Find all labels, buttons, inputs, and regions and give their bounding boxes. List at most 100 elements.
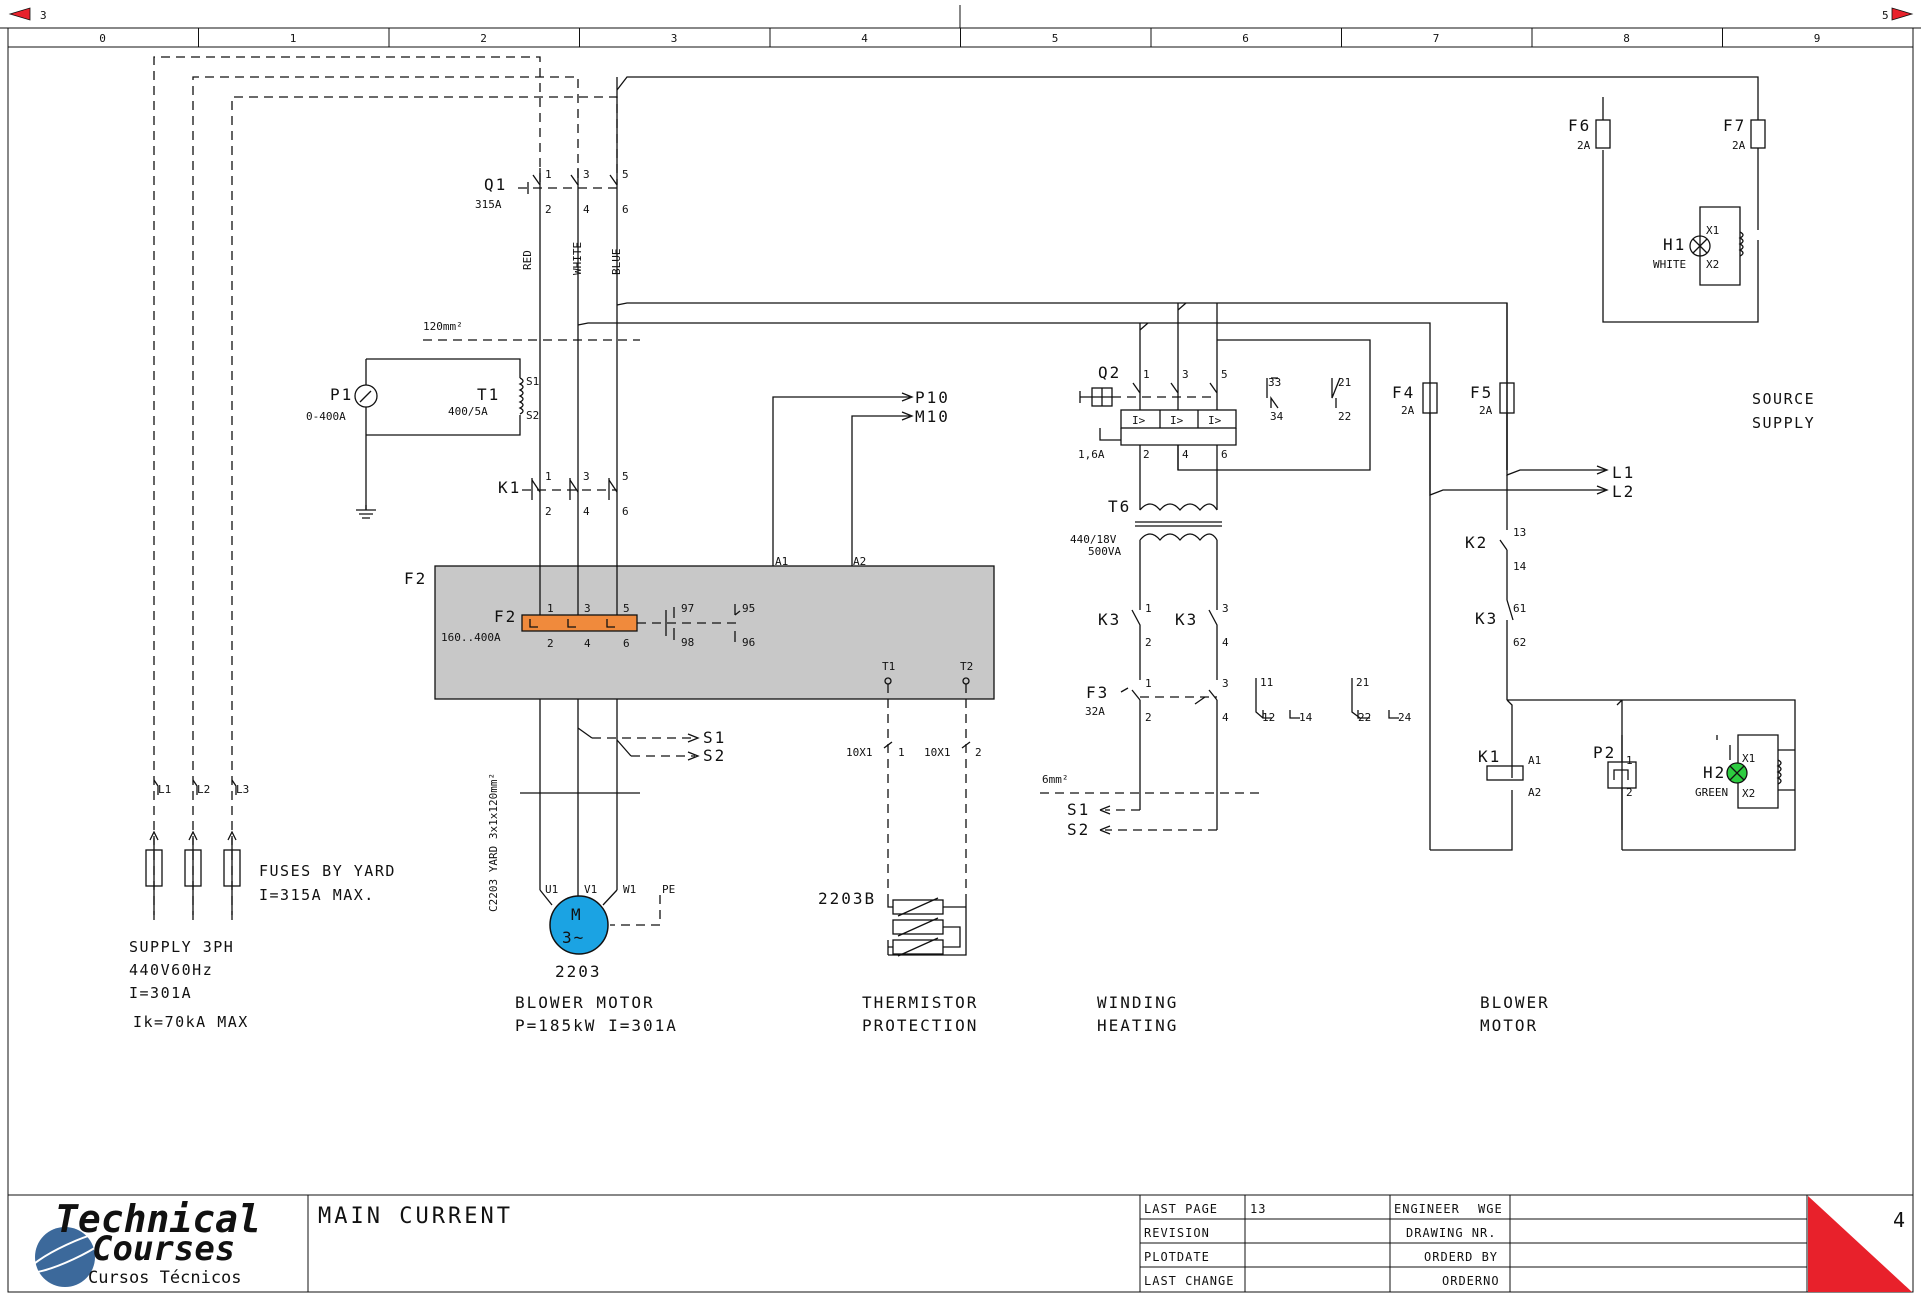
aux-12: 12: [1262, 711, 1275, 724]
k3b-term-4: 4: [1222, 636, 1229, 649]
f3-term-4: 4: [1222, 711, 1229, 724]
ref-l1: L1: [1612, 463, 1635, 482]
k1-tag: K1: [498, 478, 521, 497]
motor-title-1: BLOWER MOTOR: [515, 993, 655, 1012]
column-label: 6: [1242, 32, 1249, 45]
motor-tag: 2203: [555, 962, 602, 981]
heating-cable: 6mm²: [1042, 773, 1069, 786]
f4-tag: F4: [1392, 383, 1415, 402]
heating-k3: [1120, 600, 1399, 830]
q2-aux-33: 33: [1268, 376, 1281, 389]
relay-output-refs: [772, 392, 914, 566]
f2-aux-97: 97: [681, 602, 694, 615]
ct-s2: S2: [526, 409, 539, 422]
supply-l3-label: L3: [236, 783, 249, 796]
f2-term-3: 3: [584, 602, 591, 615]
heating-title-2: HEATING: [1097, 1016, 1178, 1035]
drawing-nr-label: DRAWING NR.: [1406, 1226, 1496, 1240]
f5-rating: 2A: [1479, 404, 1493, 417]
plotdate-label: PLOTDATE: [1144, 1250, 1210, 1264]
ref-l2: L2: [1612, 482, 1635, 501]
relay-box-tag: F2: [404, 569, 427, 588]
supply-l1-label: L1: [158, 783, 171, 796]
f6-rating: 2A: [1577, 139, 1591, 152]
q1-term-3: 3: [583, 168, 590, 181]
next-page-button[interactable]: 5: [1882, 7, 1914, 22]
source-title-1: SOURCE: [1752, 390, 1815, 408]
f2-therm-t1: T1: [882, 660, 895, 673]
q2-aux-21: 21: [1338, 376, 1351, 389]
f6-tag: F6: [1568, 116, 1591, 135]
q2-term-1: 1: [1143, 368, 1150, 381]
logo-line2: Courses: [92, 1229, 235, 1269]
source-supply-circuit: [616, 76, 1766, 323]
logo-line1: Technical: [55, 1197, 261, 1241]
ct-s1: S1: [526, 375, 539, 388]
ref-s2: S2: [703, 746, 726, 765]
main-power-wires: [423, 200, 640, 890]
h2-color: GREEN: [1695, 786, 1728, 799]
f5-tag: F5: [1470, 383, 1493, 402]
engineer-value: WGE: [1478, 1202, 1503, 1216]
last-page-value: 13: [1250, 1202, 1266, 1216]
q1-rating: 315A: [475, 198, 502, 211]
motor-s-refs: [577, 727, 700, 761]
aux-21: 21: [1356, 676, 1369, 689]
motor-cable: C2203 YARD 3x1x120mm²: [487, 773, 500, 912]
heating-title-1: WINDING: [1097, 993, 1178, 1012]
q2-tag: Q2: [1098, 363, 1121, 382]
contactor-k1[interactable]: [522, 470, 618, 510]
f3-term-1: 1: [1145, 677, 1152, 690]
h2-x1: X1: [1742, 752, 1755, 765]
f2-term-1: 1: [547, 602, 554, 615]
relay-f2-box[interactable]: [434, 565, 995, 700]
k3a-tag: K3: [1098, 610, 1121, 629]
next-arrow-icon: [1891, 7, 1914, 21]
supply-note-line2: 440V60Hz: [129, 961, 213, 979]
prev-arrow-icon: [8, 7, 31, 21]
prev-page-button[interactable]: 3: [8, 7, 47, 22]
heating-q2[interactable]: I> I> I>: [1079, 339, 1371, 471]
motor-term-w1: W1: [623, 883, 636, 896]
supply-note-line1: SUPPLY 3PH: [129, 938, 234, 956]
breaker-q1[interactable]: [518, 77, 618, 200]
wire-color-red: RED: [521, 250, 534, 270]
prev-page-number: 3: [40, 9, 47, 22]
revision-label: REVISION: [1144, 1226, 1210, 1240]
column-label: 2: [480, 32, 487, 45]
fuses-note-line1: FUSES BY YARD: [259, 862, 396, 880]
f7-rating: 2A: [1732, 139, 1746, 152]
f2-aux-96: 96: [742, 636, 755, 649]
f2-aux-95: 95: [742, 602, 755, 615]
column-label: 0: [99, 32, 106, 45]
column-label: 8: [1623, 32, 1630, 45]
q1-term-4: 4: [583, 203, 590, 216]
aux-14: 14: [1299, 711, 1313, 724]
k1-coil-tag: K1: [1478, 747, 1501, 766]
q2-trip-3: I>: [1208, 414, 1222, 427]
k3a-term-2: 2: [1145, 636, 1152, 649]
supply-l2-label: L2: [197, 783, 210, 796]
f2-term-2: 2: [547, 637, 554, 650]
supply-note-line4: Ik=70kA MAX: [133, 1013, 249, 1031]
k1-coil-a2: A2: [1528, 786, 1541, 799]
q2-term-4: 4: [1182, 448, 1189, 461]
meter-p1-tag: P1: [330, 385, 353, 404]
q1-term-2: 2: [545, 203, 552, 216]
ct-t1-tag: T1: [477, 385, 500, 404]
column-label: 5: [1052, 32, 1059, 45]
k3b-term-3: 3: [1222, 602, 1229, 615]
f2-aux-98: 98: [681, 636, 694, 649]
column-label: 3: [671, 32, 678, 45]
k1-coil-a1: A1: [1528, 754, 1541, 767]
aux-11: 11: [1260, 676, 1273, 689]
h2-tag: H2: [1703, 763, 1726, 782]
control-title-1: BLOWER: [1480, 993, 1550, 1012]
ctrl-k3-tag: K3: [1475, 609, 1498, 628]
k3-term-62: 62: [1513, 636, 1526, 649]
logo-sub: Cursos Técnicos: [88, 1268, 242, 1288]
q2-term-6: 6: [1221, 448, 1228, 461]
logo: Technical Courses Cursos Técnicos: [28, 1197, 261, 1288]
